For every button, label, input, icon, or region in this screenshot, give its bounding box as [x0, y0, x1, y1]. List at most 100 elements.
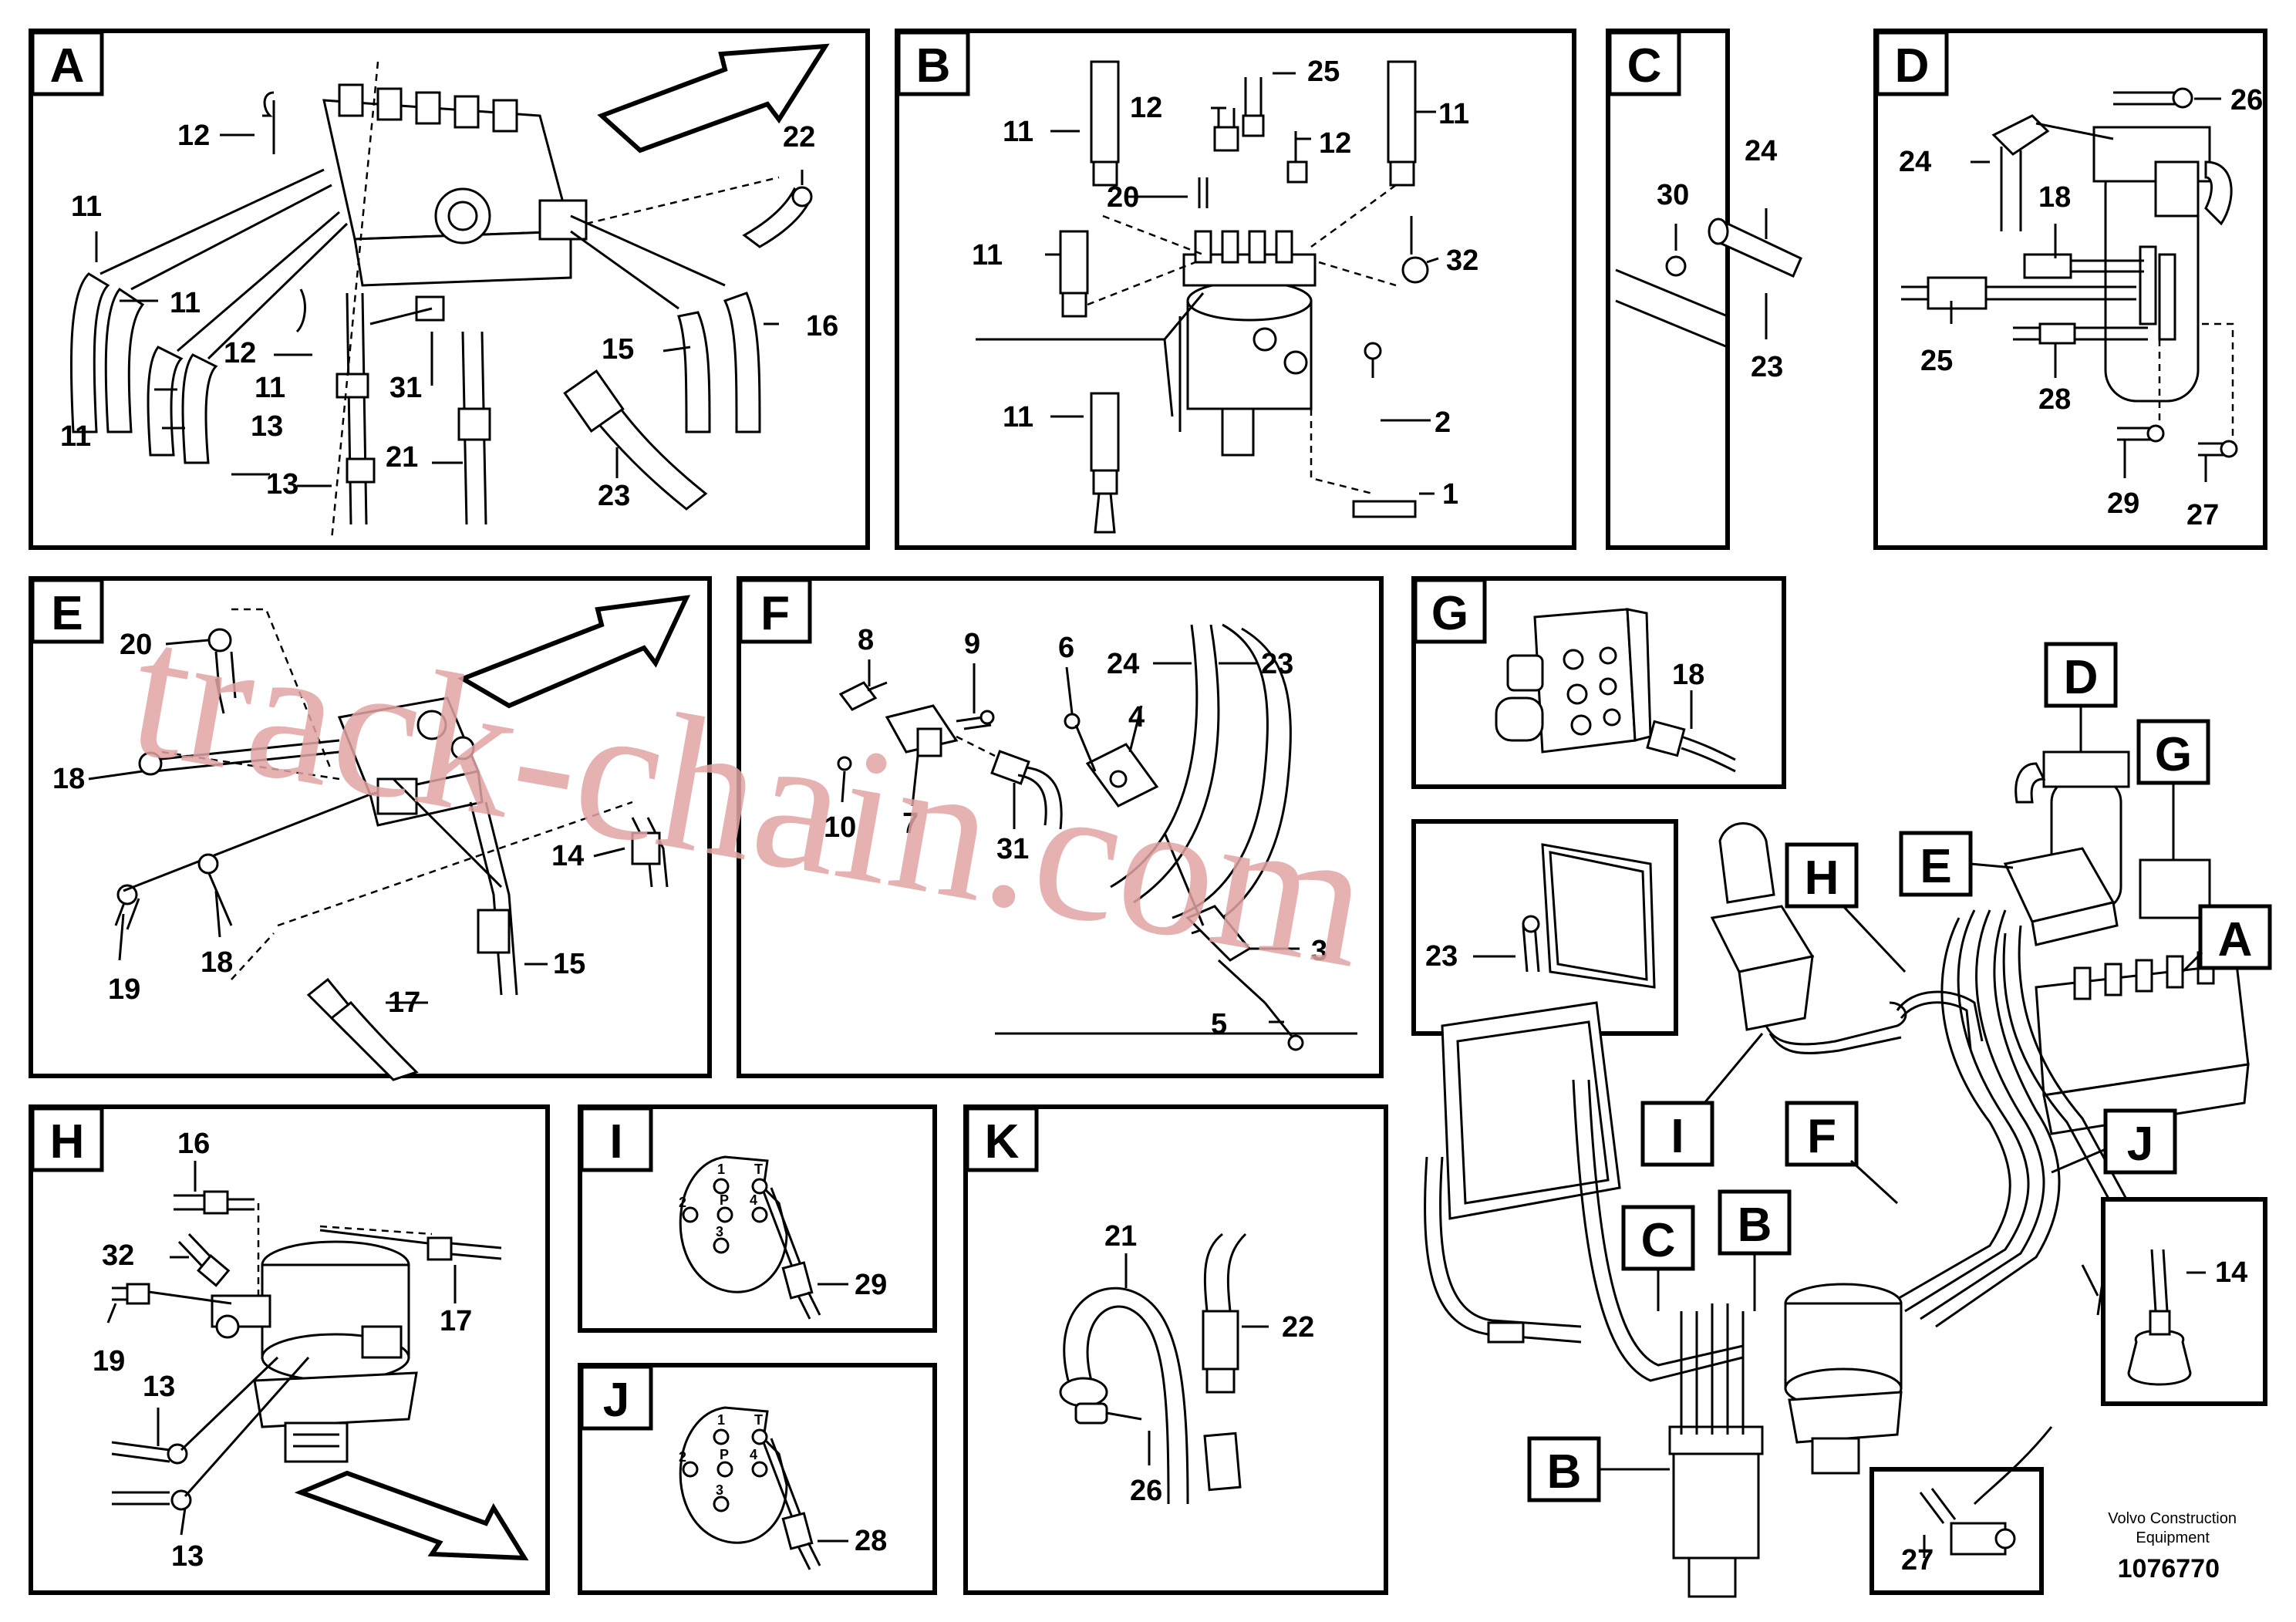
callout-26: 26: [1130, 1475, 1162, 1507]
callout-21: 21: [1104, 1220, 1137, 1253]
pin-label: 2: [679, 1195, 686, 1210]
tube-28: [2013, 326, 2148, 341]
fitting: [1487, 1321, 1525, 1344]
panel-d-tag: D: [1895, 39, 1930, 93]
fitting: [1092, 160, 1118, 187]
panel-i-tag: I: [609, 1115, 622, 1168]
pin-3: [713, 1496, 730, 1512]
callout-31: 31: [996, 833, 1029, 865]
panel-c: C 30 24 23: [1606, 29, 1802, 550]
tag-leader: [1970, 862, 2014, 869]
leader-lines: [1950, 97, 2221, 482]
overview-tag-box: [1621, 1205, 1695, 1271]
overview-tag-f: F: [1807, 1110, 1836, 1163]
tube-28: [797, 1542, 821, 1570]
pin-label: P: [720, 1192, 729, 1208]
fitting: [207, 628, 232, 653]
fitting: [126, 1283, 150, 1305]
leader-lines: [1124, 1253, 1269, 1465]
pin-p: [716, 1206, 733, 1223]
callout-13: 13: [143, 1371, 175, 1403]
callout-32: 32: [102, 1239, 134, 1272]
fitting: [138, 751, 163, 776]
panel-g: G 18: [1411, 576, 1786, 789]
callout-24: 24: [1899, 146, 1931, 178]
fitting: [477, 909, 511, 954]
panel-k-tag-box: [965, 1106, 1039, 1172]
fitting: [203, 1190, 229, 1215]
spool: [2104, 963, 2122, 996]
fitting-27: [1950, 1522, 2007, 1556]
joystick-connector: [679, 1406, 788, 1544]
callout-11: 11: [1003, 401, 1033, 433]
overview-tag-c: C: [1641, 1214, 1676, 1267]
callout-1: 1: [1442, 478, 1458, 511]
fitting: [1994, 1528, 2016, 1549]
bolt-head: [1287, 1034, 1304, 1051]
panel-e-tag-box: [30, 578, 104, 644]
callout-15: 15: [553, 948, 585, 980]
callout-24: 24: [1107, 648, 1139, 680]
tube-29: [797, 1291, 821, 1320]
direction-arrow: [597, 43, 830, 153]
brand-line-1: Volvo Construction: [2108, 1510, 2237, 1527]
fitting: [415, 295, 445, 322]
callout-12: 12: [224, 337, 256, 369]
callout-29: 29: [855, 1269, 887, 1301]
dashed-guide: [1087, 184, 1397, 495]
panel-h: H 16 32 17: [29, 1104, 550, 1595]
pin-label: 4: [750, 1447, 757, 1462]
callout-15: 15: [602, 333, 634, 366]
panel-i-tag-box: [579, 1106, 653, 1172]
hose-24: [2000, 147, 2022, 231]
leader-lines: [106, 1161, 457, 1536]
control-valve-overview: [2042, 1063, 2250, 1135]
spool: [2135, 959, 2153, 993]
fitting: [2220, 440, 2238, 458]
panel-g-tag-box: [1413, 578, 1487, 644]
callout-28: 28: [855, 1525, 887, 1557]
pin-4: [751, 1206, 768, 1223]
callout-27: 27: [2186, 499, 2219, 531]
fitting: [2023, 253, 2072, 279]
dashed-guide: [330, 61, 780, 541]
hose: [147, 346, 184, 457]
overview-tag-j: J: [2127, 1118, 2153, 1171]
panel-a-tag-box: [30, 30, 104, 96]
fitting-25: [1927, 276, 1988, 310]
leader-guide: [1163, 832, 1266, 1004]
spool: [2073, 966, 2092, 1000]
hose: [104, 287, 145, 433]
callout-14: 14: [2215, 1256, 2247, 1289]
hose: [181, 353, 218, 464]
hose-bundle: [1680, 1303, 1745, 1435]
overview-tag-box: [2103, 1108, 2177, 1175]
pin-t: [751, 1178, 768, 1195]
callout-21: 21: [386, 441, 418, 474]
fitting-26: [1074, 1402, 1108, 1425]
hose-bundle: [1904, 909, 2030, 1313]
panel-f: F 8 9 6 24 23 4 10 7 31 3 5: [737, 576, 1384, 1078]
panel-j: J 1 T 2 P 4 3 28: [578, 1363, 937, 1595]
panel-c-frame: [1606, 29, 1730, 550]
tube-26: [2113, 91, 2179, 106]
valve-e-overview: [2031, 901, 2119, 946]
fitting: [2038, 322, 2076, 345]
pin-3: [713, 1237, 730, 1254]
pin-2: [682, 1461, 699, 1478]
hose-bundle: [1889, 917, 2011, 1305]
machine-overview: 23: [1411, 642, 2272, 1598]
screw-9: [956, 716, 992, 730]
hose-bundle: [1935, 909, 2061, 1328]
fitting: [1401, 256, 1429, 284]
pin-label: T: [754, 1162, 763, 1177]
overview-tag-g: G: [2155, 728, 2192, 781]
pin-label: 3: [716, 1224, 723, 1239]
callout-23: 23: [1425, 940, 1458, 973]
fitting: [2149, 1310, 2171, 1336]
pin-p: [716, 1461, 733, 1478]
pipe: [570, 214, 726, 310]
dashed-guide: [161, 608, 633, 980]
callout-13: 13: [251, 410, 283, 443]
